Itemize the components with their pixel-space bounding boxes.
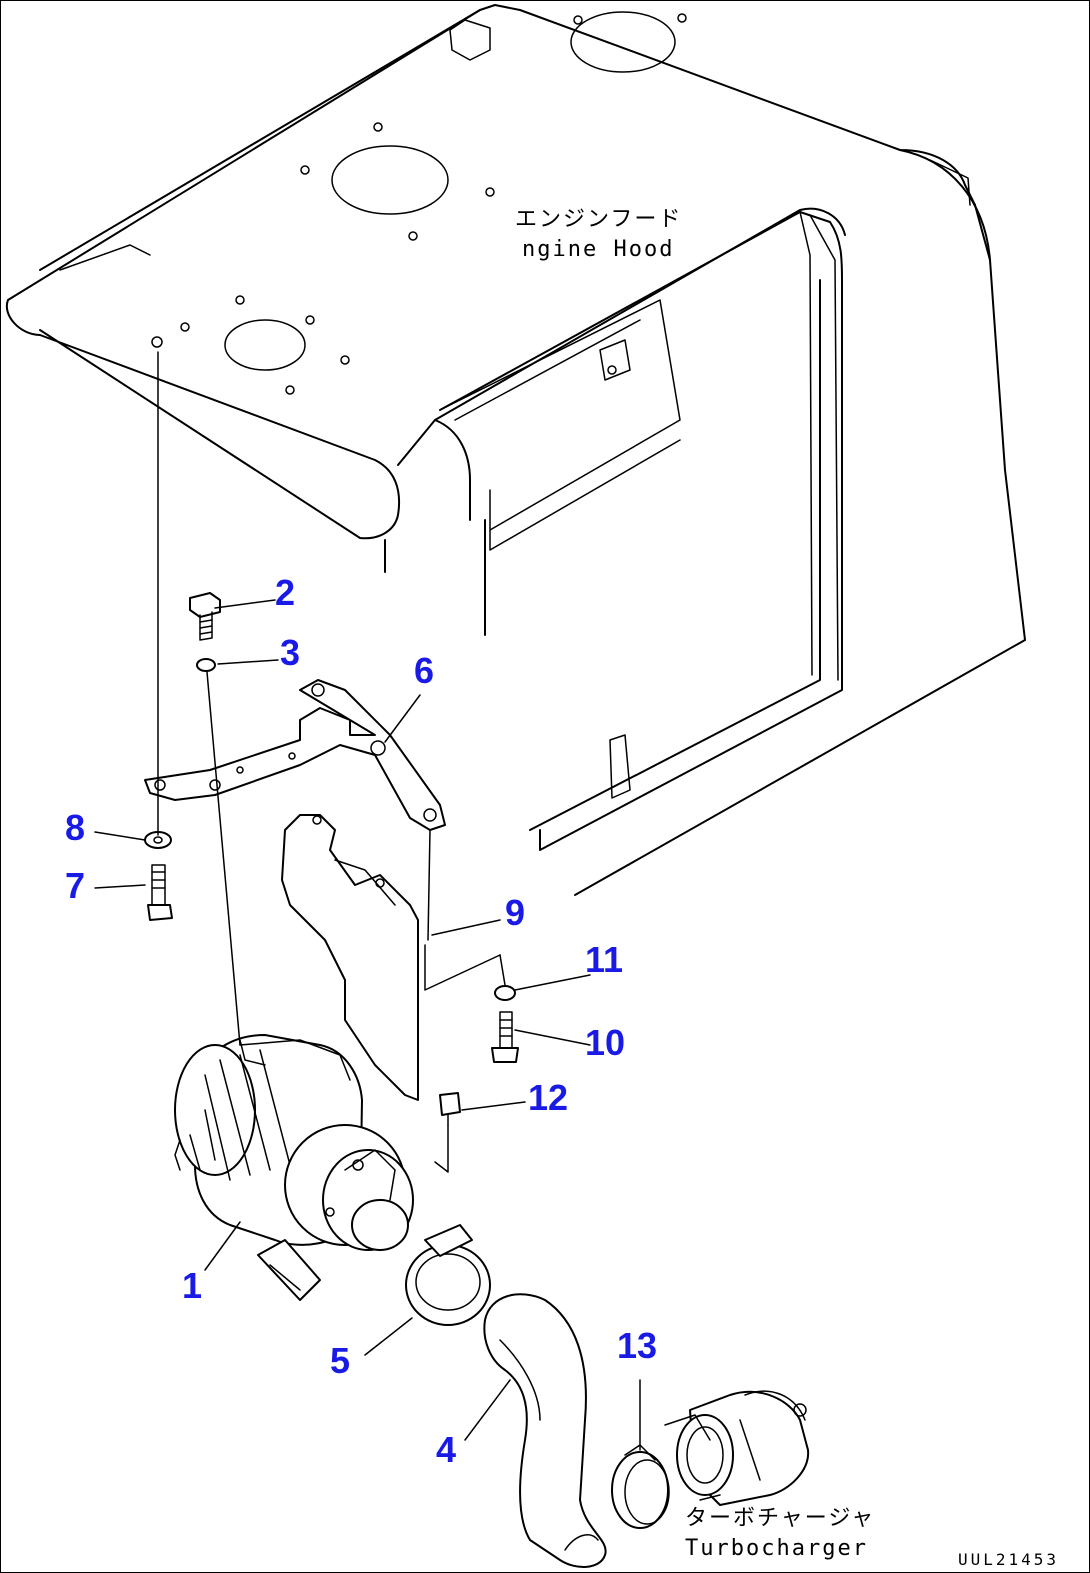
bracket-6 (144, 679, 446, 831)
dust-indicator-12 (434, 1092, 461, 1173)
turbocharger: ターボチャージャ Turbocharger (664, 1390, 875, 1561)
engine-hood-label-en: ngine Hood (522, 237, 674, 262)
bolt-10 (491, 1011, 519, 1063)
callout-2: 2 (275, 572, 295, 613)
callout-numbers: 1 2 3 4 5 6 7 8 9 10 11 12 13 (65, 572, 657, 1470)
callout-9: 9 (505, 892, 525, 933)
callout-1: 1 (182, 1265, 202, 1306)
cover-plate (281, 814, 501, 1101)
turbocharger-label-en: Turbocharger (685, 1536, 868, 1561)
callout-12: 12 (528, 1077, 568, 1118)
nut-11 (494, 985, 516, 1001)
callout-4: 4 (436, 1429, 456, 1470)
hose-clamp-5 (405, 1224, 491, 1326)
callout-11: 11 (585, 939, 623, 980)
engine-hood-label-jp: エンジンフード (515, 207, 682, 232)
callout-10: 10 (585, 1022, 625, 1063)
callout-6: 6 (414, 650, 434, 691)
bolt-7 (147, 864, 173, 921)
turbocharger-label-jp: ターボチャージャ (685, 1506, 875, 1531)
callout-3: 3 (280, 632, 300, 673)
callout-5: 5 (330, 1340, 350, 1381)
callout-13: 13 (617, 1325, 657, 1366)
drawing-code: UUL21453 (958, 1550, 1059, 1569)
air-cleaner-1 (174, 1034, 414, 1301)
leader-lines (94, 599, 641, 1451)
engine-hood: エンジンフード ngine Hood (5, 4, 1026, 896)
callout-7: 7 (65, 865, 85, 906)
callout-8: 8 (65, 807, 85, 848)
bolt-2 (189, 592, 221, 641)
washer-3 (196, 658, 216, 672)
assembly-lines (157, 351, 506, 1046)
hose-4 (483, 1293, 607, 1568)
hose-clamp-13 (611, 1444, 670, 1529)
